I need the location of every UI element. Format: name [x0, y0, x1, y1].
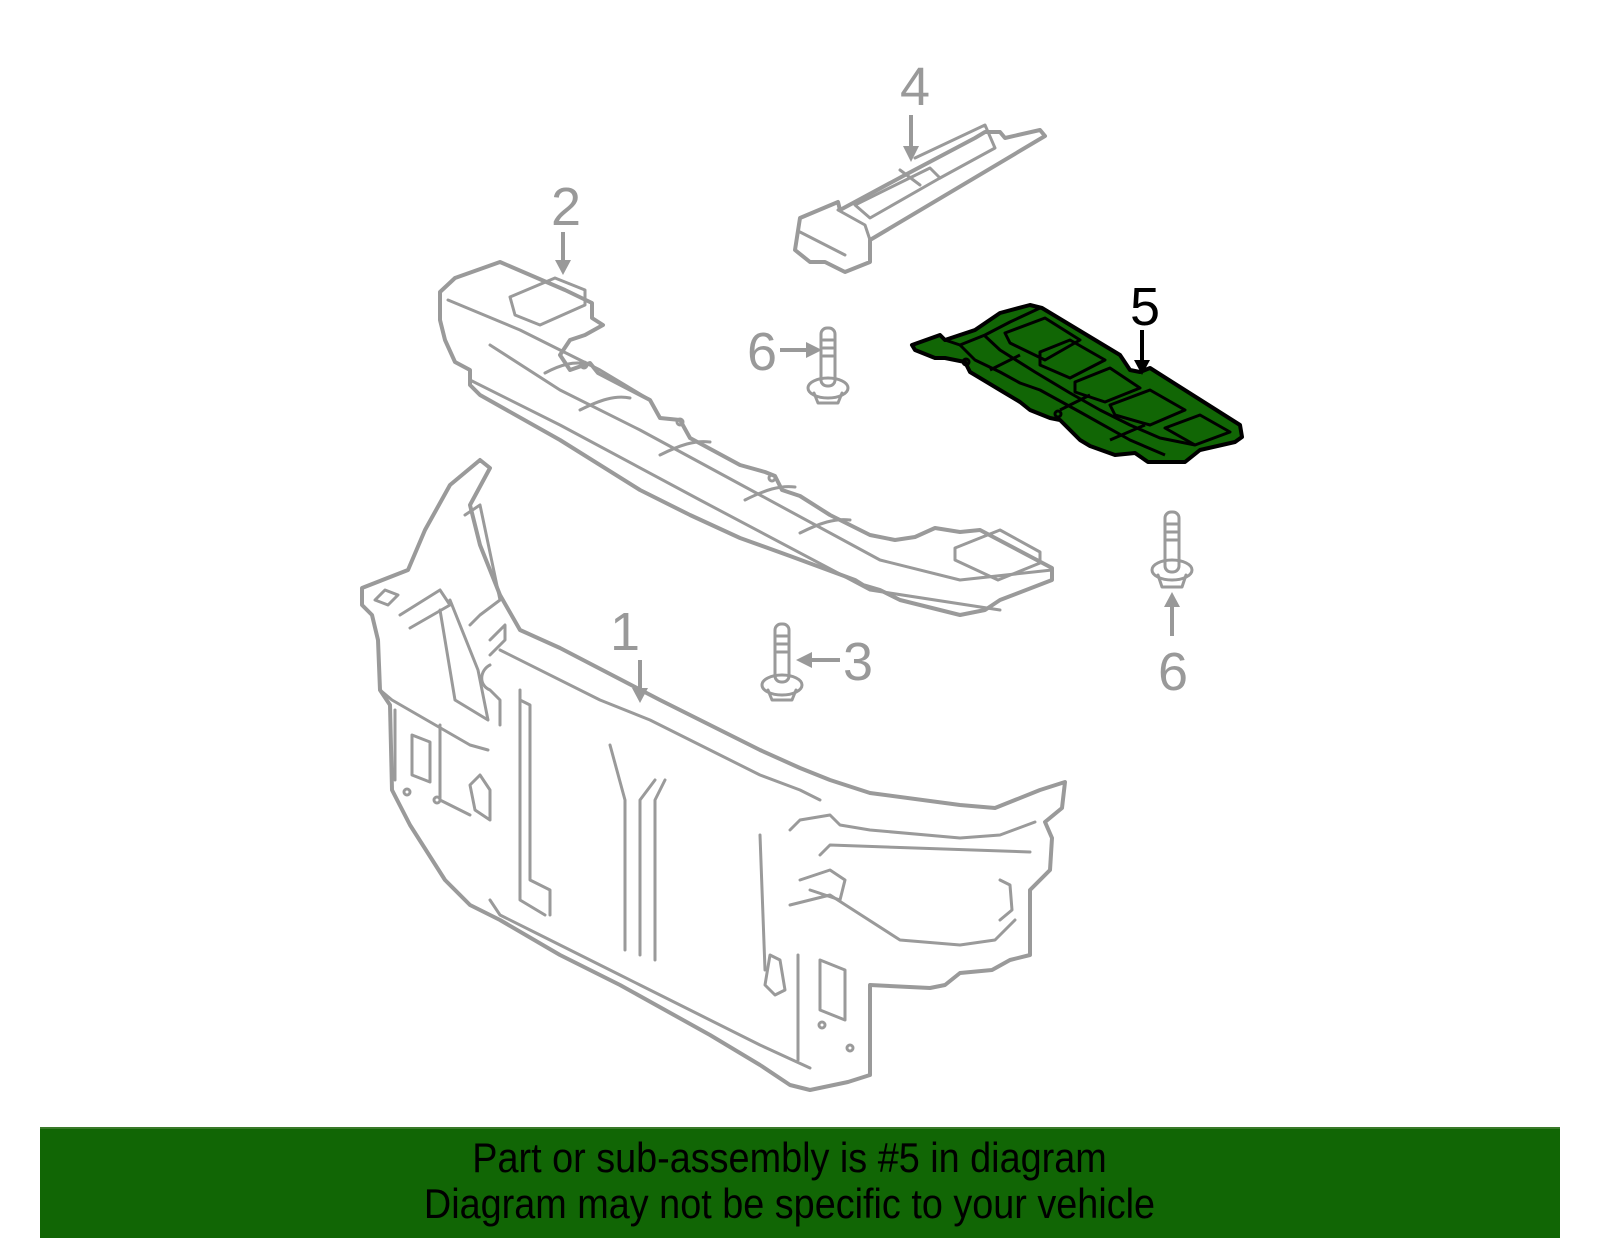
svg-text:6: 6	[1158, 642, 1188, 702]
banner-part-info: Part or sub-assembly is #5 in diagram	[472, 1134, 1107, 1181]
part-1-radiator-support[interactable]	[360, 458, 1067, 1092]
part-5-splash-shield[interactable]	[910, 303, 1244, 464]
part-6-bolt-upper[interactable]	[806, 326, 850, 405]
part-3-bolt[interactable]	[760, 622, 804, 702]
svg-text:1: 1	[610, 602, 640, 662]
svg-text:3: 3	[843, 632, 873, 692]
svg-text:2: 2	[551, 177, 581, 237]
banner-disclaimer: Diagram may not be specific to your vehi…	[423, 1180, 1156, 1227]
svg-text:4: 4	[900, 57, 930, 117]
callout-3: 3	[796, 632, 873, 692]
callout-4: 4	[900, 57, 930, 162]
callout-6-lower: 6	[1158, 592, 1188, 702]
part-4-bracket[interactable]	[793, 123, 1047, 274]
part-6-bolt-lower[interactable]	[1150, 510, 1194, 589]
callout-1: 1	[610, 602, 648, 703]
info-banner: Part or sub-assembly is #5 in diagram Di…	[40, 1127, 1560, 1238]
svg-text:5: 5	[1130, 277, 1160, 337]
callout-2: 2	[551, 177, 581, 275]
callout-5: 5	[1130, 277, 1160, 375]
svg-text:6: 6	[747, 322, 777, 382]
part-2-deflector[interactable]	[438, 260, 1054, 617]
callout-6-upper: 6	[747, 322, 822, 382]
